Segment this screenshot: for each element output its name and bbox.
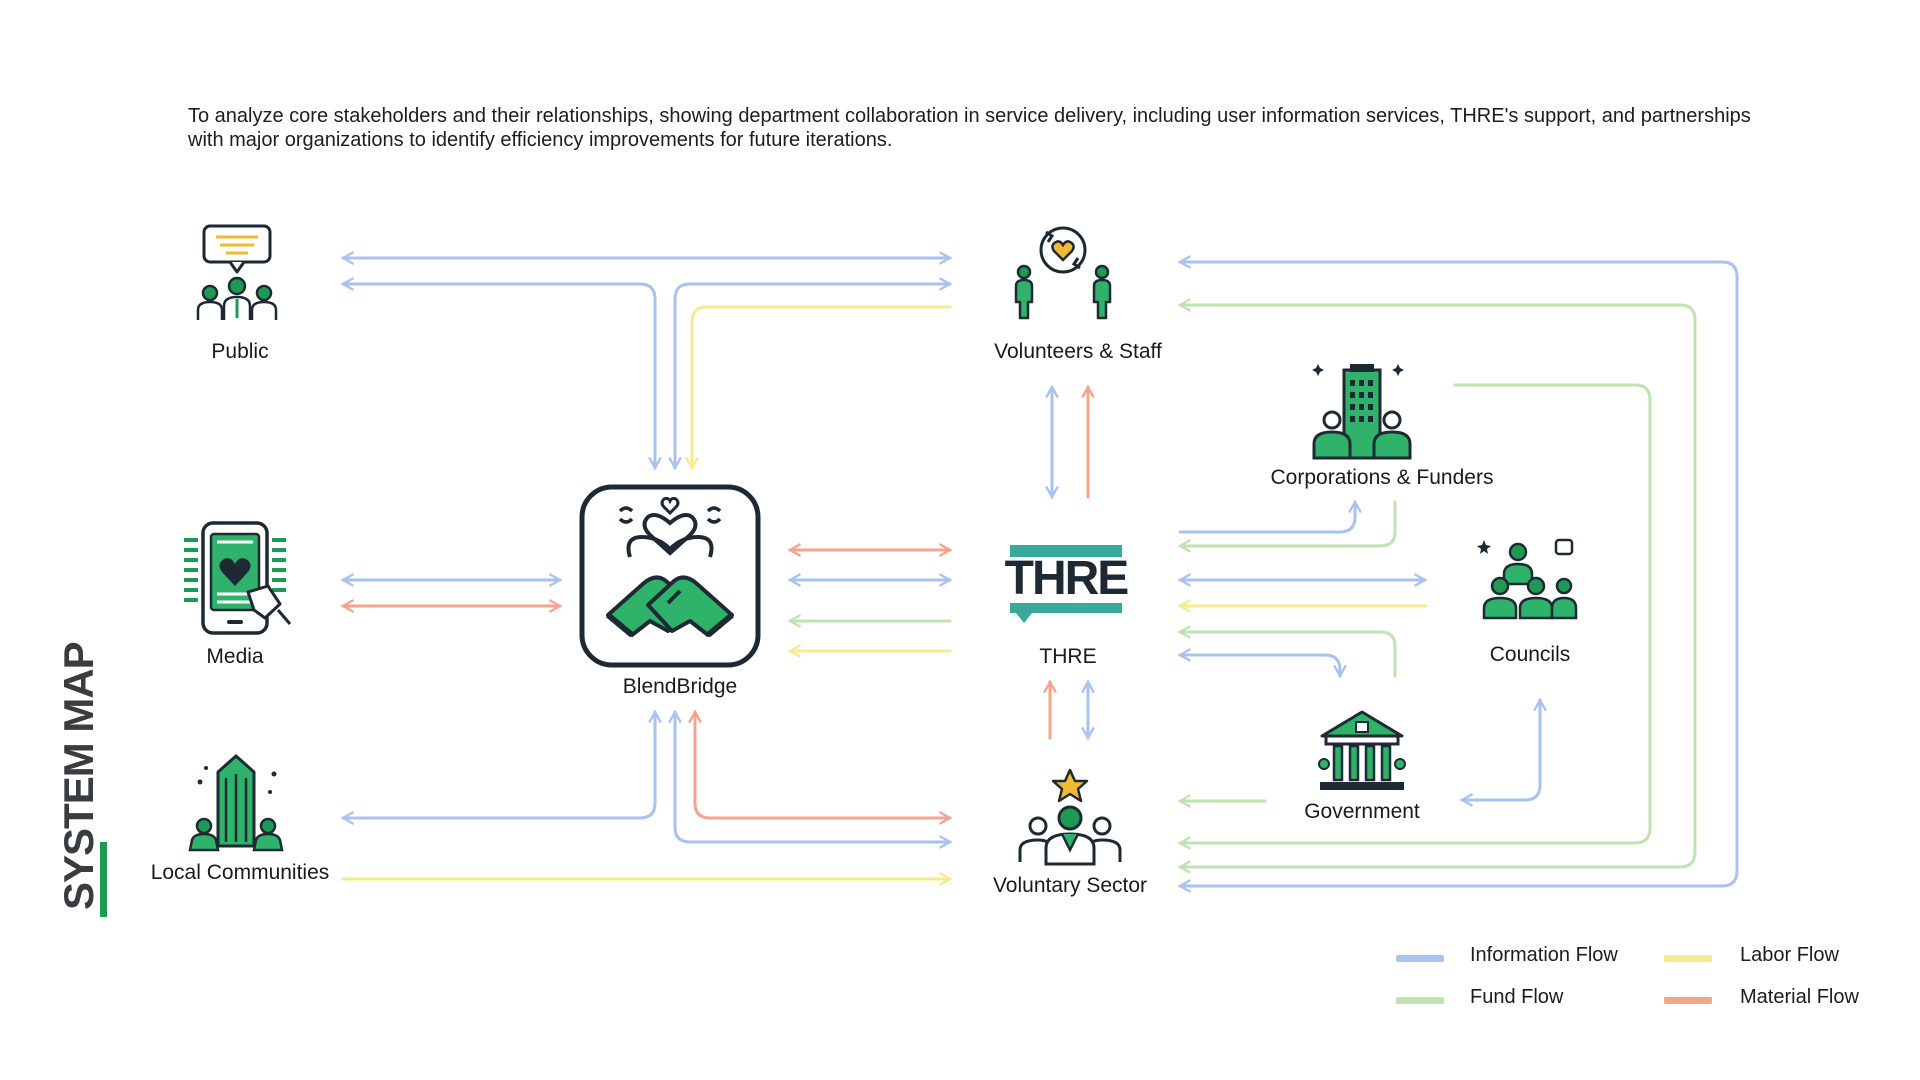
node-label-blendbridge: BlendBridge — [622, 675, 738, 698]
flow-volunteers-blendbridge-info — [675, 284, 950, 468]
blendbridge-icon — [579, 484, 761, 668]
title-accent-bar — [100, 842, 107, 917]
government-icon — [1318, 710, 1406, 790]
flow-blendbridge-voluntary-info — [675, 712, 950, 842]
node-label-voluntary-sector: Voluntary Sector — [992, 874, 1148, 897]
flow-government-thre-fund — [1180, 632, 1397, 678]
voluntary-sector-icon — [1018, 768, 1122, 866]
flow-corporations-voluntary-fund — [1180, 383, 1652, 843]
flow-councils-government-info — [1462, 700, 1540, 800]
legend-label-fund: Fund Flow — [1470, 986, 1564, 1008]
public-icon — [196, 224, 278, 320]
intro-paragraph: To analyze core stakeholders and their r… — [188, 105, 1751, 151]
node-label-local-communities: Local Communities — [150, 861, 330, 884]
node-label-corporations-funders: Corporations & Funders — [1270, 466, 1494, 489]
thre-logo — [1010, 545, 1122, 623]
node-label-public: Public — [211, 340, 269, 363]
media-icon — [184, 521, 292, 635]
legend-label-information: Information Flow — [1470, 944, 1618, 966]
legend-swatch-material — [1664, 997, 1712, 1004]
flow-public-blendbridge-info — [343, 284, 655, 468]
flow-volunteers-blendbridge-labor — [692, 305, 952, 468]
legend-label-material: Material Flow — [1740, 986, 1859, 1008]
legend-label-labor: Labor Flow — [1740, 944, 1839, 966]
flow-thre-corporations-info — [1178, 502, 1355, 534]
node-label-media: Media — [206, 645, 264, 668]
volunteers-staff-icon — [1014, 226, 1112, 320]
legend-swatch-labor — [1664, 955, 1712, 962]
councils-icon — [1477, 538, 1578, 620]
flow-info-loop-volunteers-voluntary — [1180, 262, 1739, 886]
flow-fund-loop-volunteers-voluntary — [1180, 305, 1697, 867]
node-label-volunteers-staff: Volunteers & Staff — [994, 340, 1162, 363]
thre-logo-text: THRE — [1004, 552, 1130, 605]
node-label-councils: Councils — [1489, 643, 1571, 666]
flow-local-blendbridge-info — [343, 712, 655, 818]
legend-swatch-fund — [1396, 997, 1444, 1004]
local-communities-icon — [188, 754, 284, 852]
legend-swatch-information — [1396, 955, 1444, 962]
corporations-funders-icon — [1312, 364, 1412, 460]
flow-corporations-thre-fund — [1180, 500, 1397, 546]
node-label-thre: THRE — [1039, 645, 1097, 668]
flow-blendbridge-voluntary-material — [695, 712, 950, 818]
node-label-government: Government — [1304, 800, 1420, 823]
flow-thre-government-info — [1180, 655, 1340, 676]
